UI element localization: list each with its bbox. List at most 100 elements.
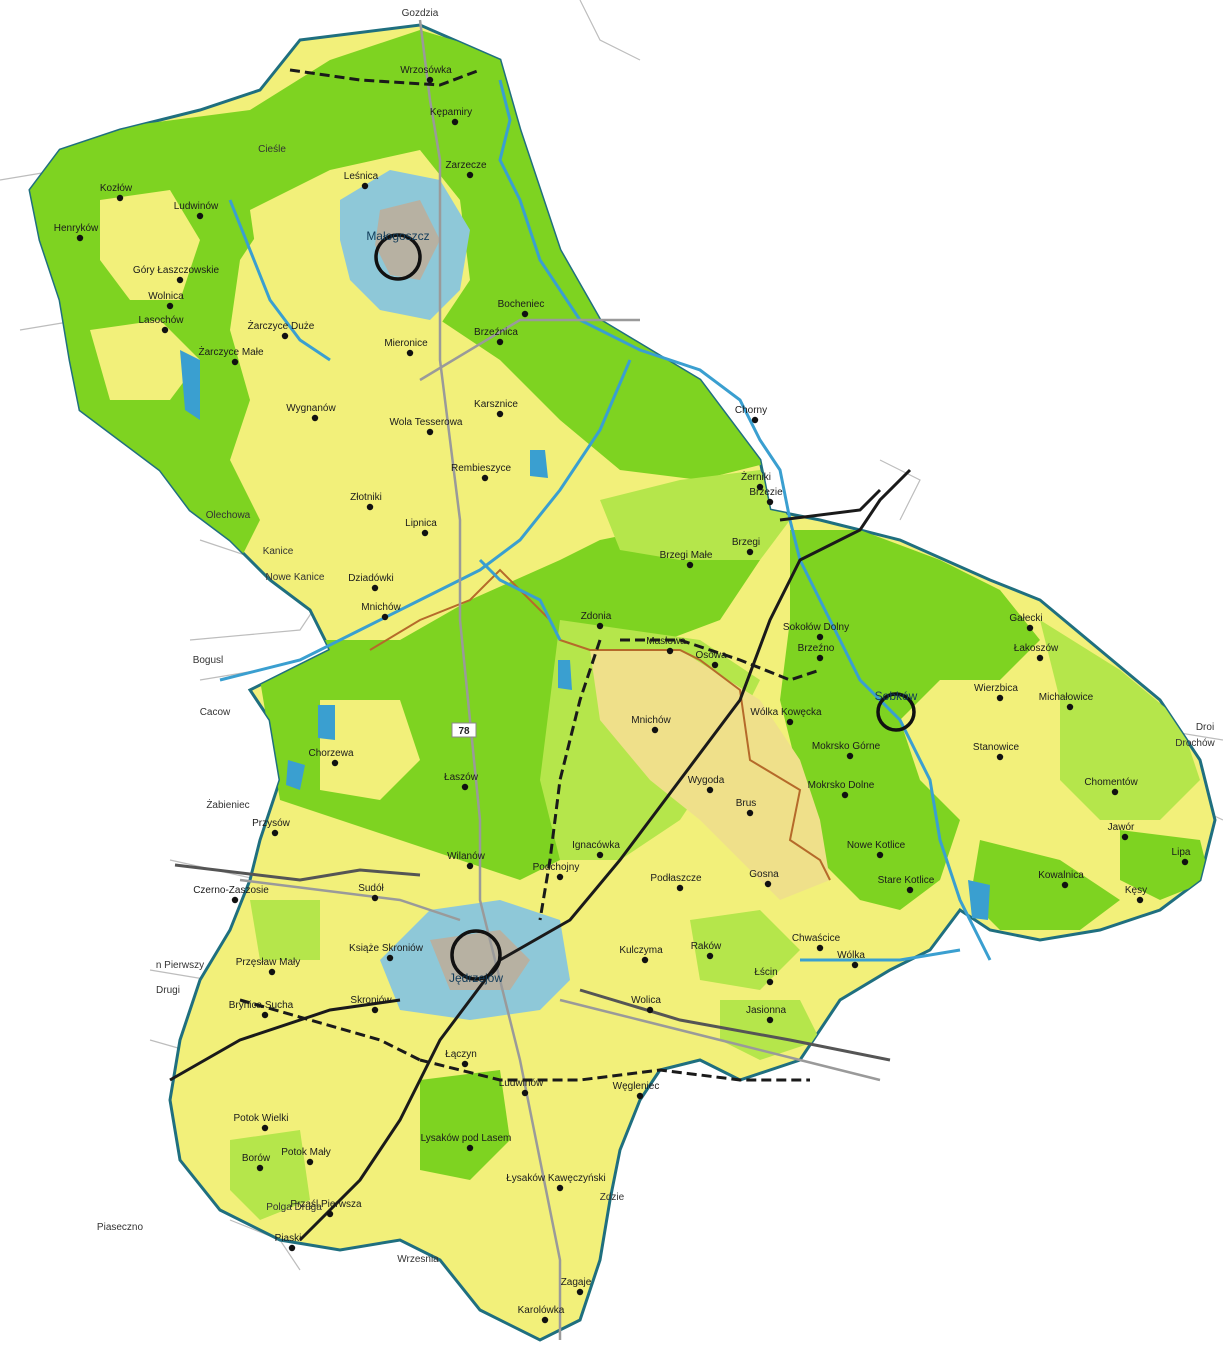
settlement[interactable]: Łaszów <box>444 772 479 791</box>
settlement[interactable]: Bocheniec <box>498 299 545 318</box>
settlement[interactable]: Podłaszcze <box>650 873 702 892</box>
settlement[interactable]: Lipa <box>1172 847 1191 866</box>
settlement[interactable]: Potok Wielki <box>233 1113 289 1132</box>
settlement[interactable]: Czerno-Zaszosie <box>193 885 269 904</box>
settlement[interactable]: Mieronice <box>384 338 428 357</box>
settlement[interactable]: Kozłów <box>100 183 133 202</box>
settlement[interactable]: Podchojny <box>533 862 580 881</box>
settlement[interactable]: Kęsy <box>1125 885 1147 904</box>
settlement[interactable]: Łączyn <box>445 1049 477 1068</box>
settlement[interactable]: Zdonia <box>581 611 612 630</box>
settlement-dot <box>766 978 774 986</box>
settlement[interactable]: Książe Skroniów <box>349 943 424 962</box>
settlement[interactable]: Wolica <box>631 995 661 1014</box>
settlement[interactable]: Zarzecze <box>445 160 487 179</box>
settlement[interactable]: Ignacówka <box>572 840 620 859</box>
settlement[interactable]: Raków <box>691 941 722 960</box>
settlement[interactable]: Chwaścice <box>792 933 841 952</box>
settlement-dot <box>1026 624 1034 632</box>
settlement[interactable]: Karolówka <box>518 1305 565 1324</box>
settlement[interactable]: Wola Tesserowa <box>390 417 463 436</box>
settlement-label: Węgleniec <box>613 1081 660 1092</box>
settlement[interactable]: Karsznice <box>474 399 518 418</box>
settlement[interactable]: Piaski <box>275 1233 302 1252</box>
settlement[interactable]: Chorzewa <box>308 748 354 767</box>
settlement[interactable]: Wolnica <box>148 291 184 310</box>
settlement[interactable]: Zagaje <box>561 1277 592 1296</box>
settlement[interactable]: Mnichów <box>631 715 672 734</box>
settlement[interactable]: Jędrzejów <box>449 971 503 985</box>
settlement[interactable]: Kępamiry <box>430 107 472 126</box>
settlement-dot <box>461 783 469 791</box>
settlement[interactable]: Kowalnica <box>1038 870 1084 889</box>
settlement[interactable]: Przęsław Mały <box>236 957 300 976</box>
settlement[interactable]: Wólka Kowęcka <box>750 707 822 726</box>
settlement[interactable]: Potok Mały <box>281 1147 331 1166</box>
settlement[interactable]: Brzeźnica <box>474 327 518 346</box>
settlement[interactable]: Brynica Sucha <box>229 1000 294 1019</box>
settlement[interactable]: Henryków <box>54 223 99 242</box>
settlement[interactable]: Złotniki <box>350 492 382 511</box>
settlement[interactable]: Wilanów <box>447 851 486 870</box>
settlement[interactable]: Brzegi Małe <box>660 550 713 569</box>
settlement[interactable]: Żarczyce Małe <box>198 345 264 366</box>
settlement-label: Sudół <box>358 883 384 894</box>
settlement[interactable]: Ludwinów <box>499 1078 544 1097</box>
settlement[interactable]: Skroniów <box>350 995 392 1014</box>
settlement[interactable]: Brzegi <box>732 537 760 556</box>
town-marker-sobkow[interactable] <box>876 692 916 732</box>
settlement[interactable]: Brzezie <box>749 487 783 506</box>
settlement[interactable]: Prząśl Pierwsza <box>290 1199 362 1218</box>
settlement[interactable]: Wólka <box>837 950 865 969</box>
town-marker-malogoszcz[interactable] <box>374 233 422 281</box>
settlement[interactable]: Mnichów <box>361 602 402 621</box>
settlement[interactable]: Mokrsko Dolne <box>808 780 875 799</box>
settlement[interactable]: Żarczyce Duże <box>248 319 315 340</box>
settlement[interactable]: Przysów <box>252 818 291 837</box>
settlement[interactable]: Rembieszyce <box>451 463 511 482</box>
settlement[interactable]: Michałowice <box>1039 692 1094 711</box>
settlement[interactable]: Lasochów <box>138 315 184 334</box>
settlement[interactable]: Lipnica <box>405 518 437 537</box>
settlement[interactable]: Sudół <box>358 883 385 902</box>
settlement[interactable]: Brzeźno <box>798 643 835 662</box>
settlement[interactable]: Wrzosówka <box>400 65 452 84</box>
settlement[interactable]: Wygnanów <box>286 403 336 422</box>
settlement[interactable]: Jawór <box>1108 822 1135 841</box>
settlement[interactable]: Dziadówki <box>348 573 394 592</box>
settlement[interactable]: Stare Kotlice <box>878 875 935 894</box>
settlement[interactable]: Sokołów Dolny <box>783 622 849 641</box>
settlement[interactable]: Łścin <box>754 967 778 986</box>
settlement[interactable]: Góry Łaszczowskie <box>133 265 220 284</box>
settlement[interactable]: Wygoda <box>688 775 725 794</box>
settlement[interactable]: Stanowice <box>973 742 1020 761</box>
town-marker-jedrzejow[interactable] <box>450 929 502 981</box>
settlement[interactable]: Wierzbica <box>974 683 1018 702</box>
settlement[interactable]: Kulczyma <box>619 945 663 964</box>
settlement[interactable]: Chorny <box>735 405 767 424</box>
settlement[interactable]: Leśnica <box>344 171 379 190</box>
settlement[interactable]: Borów <box>242 1153 271 1172</box>
settlement-label: Kęsy <box>1125 885 1147 896</box>
settlement[interactable]: Łysaków Kawęczyński <box>506 1173 606 1192</box>
settlement[interactable]: Ludwinów <box>174 201 219 220</box>
settlement[interactable]: Lysaków pod Lasem <box>421 1133 512 1152</box>
settlement[interactable]: Jasionna <box>746 1005 786 1024</box>
settlement[interactable]: Osowa <box>695 650 727 669</box>
settlement-label: Lipnica <box>405 518 437 529</box>
settlement[interactable]: Gosna <box>749 869 779 888</box>
settlement[interactable]: Nowe Kotlice <box>847 840 906 859</box>
settlement[interactable]: Chomentów <box>1084 777 1138 796</box>
settlement[interactable]: Węgleniec <box>613 1081 660 1100</box>
settlement[interactable]: Małogoszcz <box>366 229 429 243</box>
settlement[interactable]: Łakoszów <box>1014 643 1059 662</box>
settlement[interactable]: Sobków <box>875 689 918 703</box>
settlement[interactable]: Mokrsko Górne <box>812 741 881 760</box>
settlement[interactable]: Brus <box>736 798 757 817</box>
settlement[interactable]: Masłowa <box>646 636 686 655</box>
settlement[interactable]: Gałecki <box>1009 613 1043 632</box>
settlement[interactable]: Żerniki <box>741 470 771 491</box>
settlement-dot <box>746 548 754 556</box>
